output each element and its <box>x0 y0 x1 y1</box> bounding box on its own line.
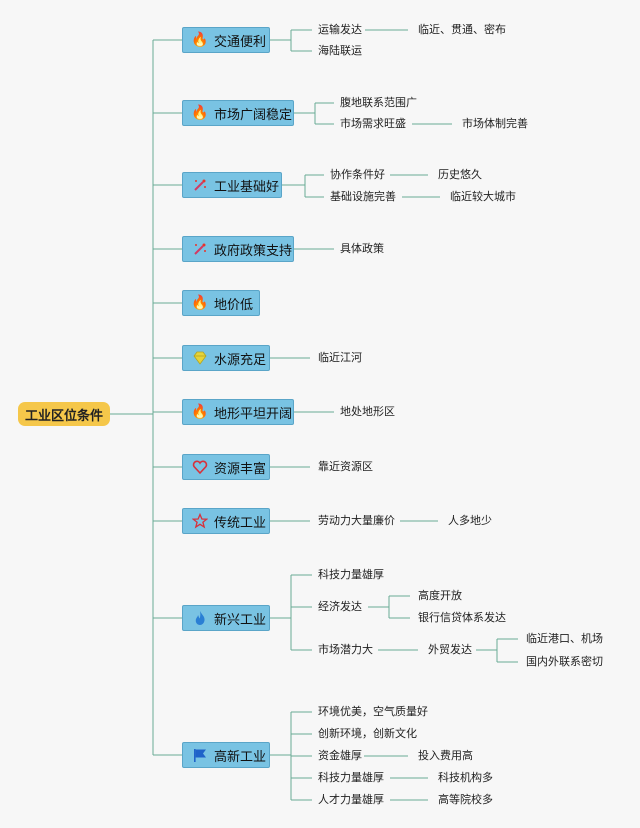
diamond-icon <box>191 349 209 367</box>
category-label: 水源充足 <box>214 352 267 368</box>
fire-icon: 🔥 <box>191 105 209 121</box>
category-label: 地形平坦开阔 <box>214 406 293 422</box>
category-label: 资源丰富 <box>214 461 267 477</box>
heart-icon <box>191 458 209 476</box>
fire-icon: 🔥 <box>191 404 209 420</box>
detail-transport-developed: 运输发达 <box>318 23 362 36</box>
category-emerging-industry[interactable]: 新兴工业 <box>182 605 270 631</box>
detail-near-resources: 靠近资源区 <box>318 460 373 473</box>
category-label: 交通便利 <box>214 34 267 50</box>
detail-dense-population: 人多地少 <box>448 514 492 527</box>
category-traditional-industry[interactable]: 传统工业 <box>182 508 270 534</box>
detail-high-investment: 投入费用高 <box>418 749 473 762</box>
detail-cheap-labor: 劳动力大量廉价 <box>318 514 395 527</box>
category-high-tech-industry[interactable]: 高新工业 <box>182 742 270 768</box>
detail-strong-talent: 人才力量雄厚 <box>318 793 384 806</box>
detail-developed-economy: 经济发达 <box>318 600 362 613</box>
detail-near-big-city: 临近较大城市 <box>450 190 516 203</box>
detail-strong-tech-hightech: 科技力量雄厚 <box>318 771 384 784</box>
category-resources[interactable]: 资源丰富 <box>182 454 270 480</box>
blue-flame-icon <box>191 609 209 627</box>
detail-domestic-foreign-links: 国内外联系密切 <box>526 655 603 668</box>
detail-near-river: 临近江河 <box>318 351 362 364</box>
category-water[interactable]: 水源充足 <box>182 345 270 371</box>
detail-hinterland: 腹地联系范围广 <box>340 96 417 109</box>
flag-icon <box>191 746 209 764</box>
detail-market-demand: 市场需求旺盛 <box>340 117 406 130</box>
category-label: 市场广阔稳定 <box>214 107 293 123</box>
detail-strong-capital: 资金雄厚 <box>318 749 362 762</box>
category-industrial-base[interactable]: 工业基础好 <box>182 172 282 198</box>
category-terrain[interactable]: 🔥 地形平坦开阔 <box>182 399 294 425</box>
magic-wand-icon <box>191 240 209 258</box>
detail-highly-open: 高度开放 <box>418 589 462 602</box>
magic-wand-icon <box>191 176 209 194</box>
detail-banking-credit: 银行信贷体系发达 <box>418 611 506 624</box>
detail-many-research-institutions: 科技机构多 <box>438 771 493 784</box>
category-label: 工业基础好 <box>214 179 280 195</box>
detail-market-potential: 市场潜力大 <box>318 643 373 656</box>
detail-terrain-area: 地处地形区 <box>340 405 395 418</box>
detail-innovation-culture: 创新环境，创新文化 <box>318 727 417 740</box>
category-land-price[interactable]: 🔥 地价低 <box>182 290 260 316</box>
detail-cooperation: 协作条件好 <box>330 168 385 181</box>
detail-infrastructure: 基础设施完善 <box>330 190 396 203</box>
category-government-policy[interactable]: 政府政策支持 <box>182 236 294 262</box>
category-label: 传统工业 <box>214 515 267 531</box>
category-label: 高新工业 <box>214 749 267 765</box>
detail-specific-policy: 具体政策 <box>340 242 384 255</box>
detail-long-history: 历史悠久 <box>438 168 482 181</box>
detail-strong-tech-emerging: 科技力量雄厚 <box>318 568 384 581</box>
detail-good-environment: 环境优美，空气质量好 <box>318 705 428 718</box>
star-icon <box>191 512 209 530</box>
detail-foreign-trade: 外贸发达 <box>428 643 472 656</box>
category-label: 新兴工业 <box>214 612 267 628</box>
category-label: 地价低 <box>214 297 254 313</box>
detail-sea-land-transport: 海陆联运 <box>318 44 362 57</box>
fire-icon: 🔥 <box>191 32 209 48</box>
category-label: 政府政策支持 <box>214 243 293 259</box>
fire-icon: 🔥 <box>191 295 209 311</box>
detail-many-universities: 高等院校多 <box>438 793 493 806</box>
detail-market-system: 市场体制完善 <box>462 117 528 130</box>
detail-near-port-airport: 临近港口、机场 <box>526 632 603 645</box>
category-market[interactable]: 🔥 市场广阔稳定 <box>182 100 294 126</box>
detail-near-connected-dense: 临近、贯通、密布 <box>418 23 506 36</box>
category-transport[interactable]: 🔥 交通便利 <box>182 27 270 53</box>
root-node[interactable]: 工业区位条件 <box>18 402 110 426</box>
